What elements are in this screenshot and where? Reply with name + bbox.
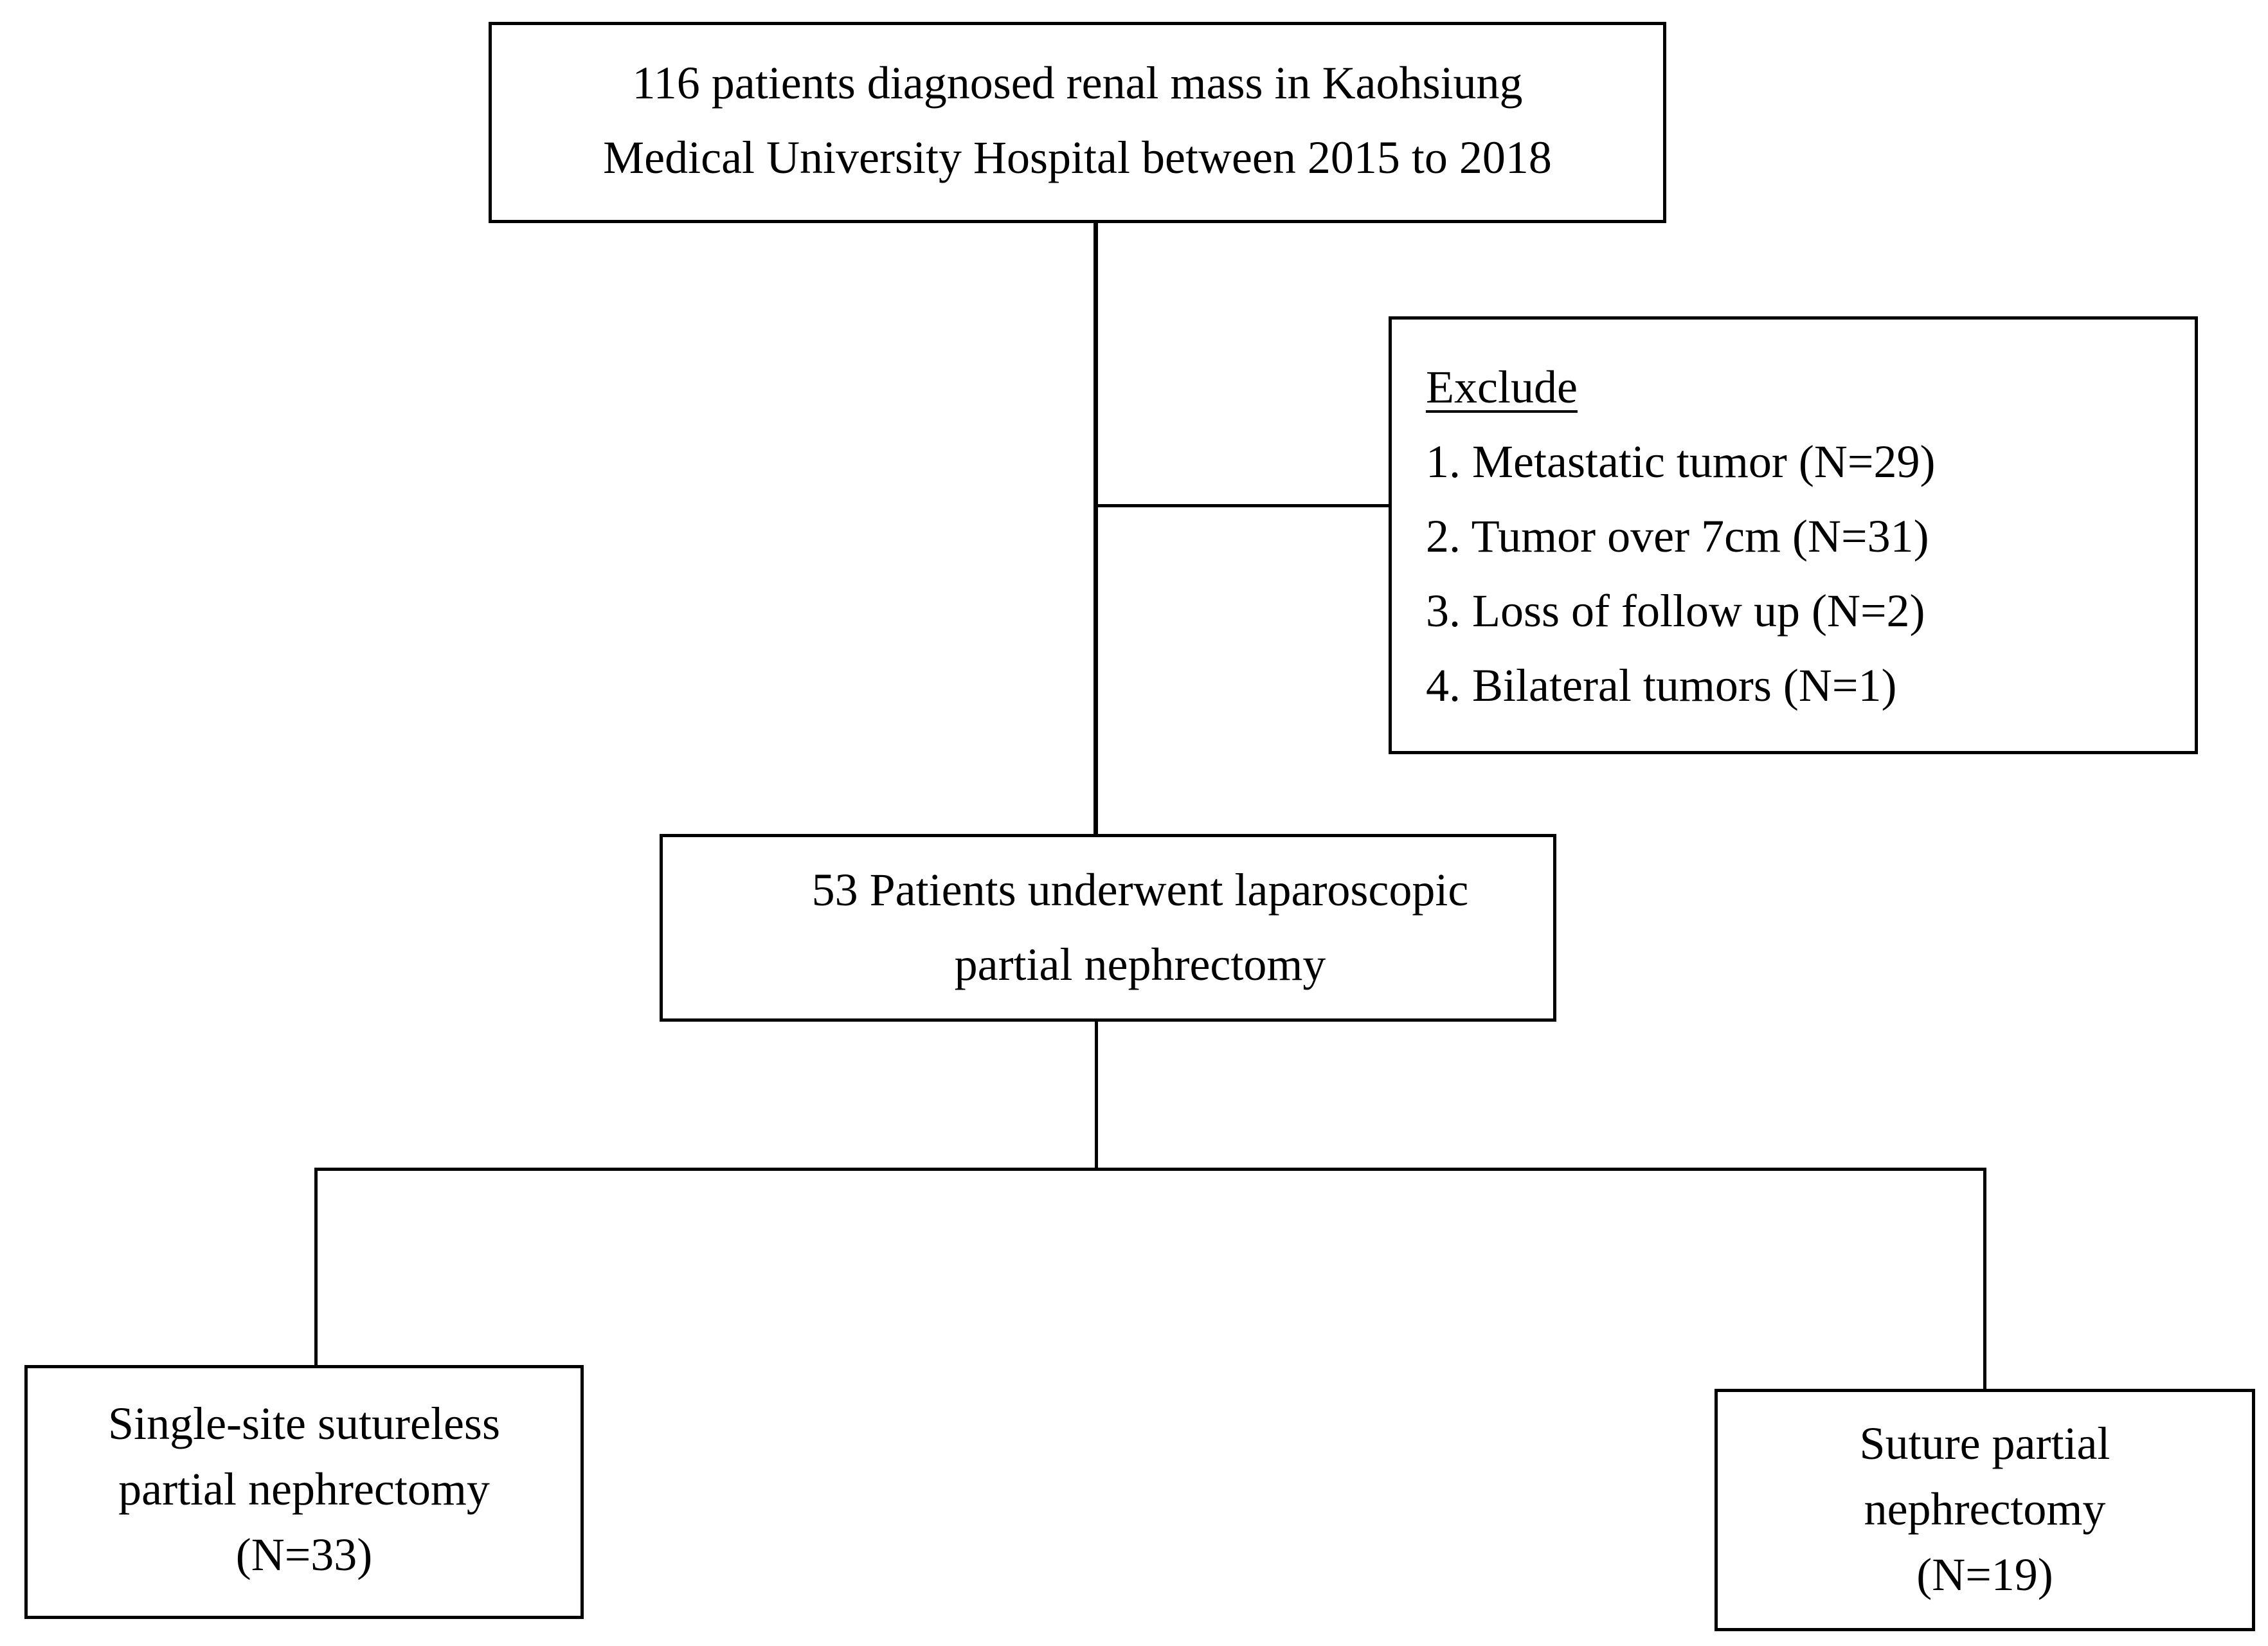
exclude-box: Exclude 1. Metastatic tumor (N=29) 2. Tu… — [1389, 316, 2198, 754]
left-box-line-3: (N=33) — [235, 1529, 373, 1580]
connector-branch-left — [314, 1168, 318, 1368]
right-box-line-3: (N=19) — [1916, 1549, 2053, 1600]
top-box-line-1: 116 patients diagnosed renal mass in Kao… — [632, 57, 1523, 109]
middle-box-line-1: 53 Patients underwent laparoscopic — [811, 864, 1469, 916]
middle-box-line-2: partial nephrectomy — [954, 939, 1326, 990]
connector-middle-down — [1095, 1021, 1098, 1170]
connector-top-to-middle — [1094, 222, 1098, 836]
middle-box-laparoscopic: 53 Patients underwent laparoscopic parti… — [660, 834, 1556, 1022]
exclude-item-tumor-size: 2. Tumor over 7cm (N=31) — [1426, 511, 1929, 562]
exclude-item-bilateral: 4. Bilateral tumors (N=1) — [1426, 660, 1897, 711]
connector-branch-horizontal — [314, 1168, 1986, 1171]
right-box-line-1: Suture partial — [1859, 1418, 2110, 1469]
exclude-item-follow-up: 3. Loss of follow up (N=2) — [1426, 585, 1925, 637]
connector-branch-right — [1983, 1168, 1986, 1391]
top-box-line-2: Medical University Hospital between 2015… — [603, 132, 1552, 183]
left-box-line-1: Single-site sutureless — [108, 1398, 500, 1449]
left-box-sutureless: Single-site sutureless partial nephrecto… — [24, 1365, 584, 1619]
connector-to-exclude — [1095, 504, 1389, 507]
left-box-line-2: partial nephrectomy — [118, 1463, 490, 1515]
exclude-item-metastatic: 1. Metastatic tumor (N=29) — [1426, 436, 1936, 487]
top-box-patients-diagnosed: 116 patients diagnosed renal mass in Kao… — [489, 22, 1666, 223]
exclude-heading: Exclude — [1426, 361, 1578, 413]
right-box-line-2: nephrectomy — [1864, 1483, 2106, 1535]
right-box-suture: Suture partial nephrectomy (N=19) — [1715, 1389, 2255, 1631]
